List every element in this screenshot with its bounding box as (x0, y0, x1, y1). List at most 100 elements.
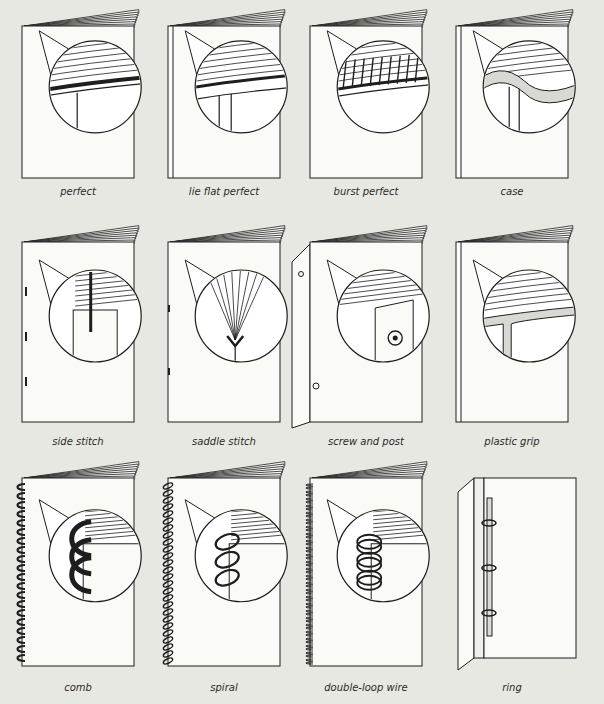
binder-back-cover (484, 478, 576, 658)
wire-loop (357, 558, 381, 572)
comb-tooth (18, 502, 26, 508)
page-edge (75, 278, 151, 286)
wire-loop (306, 561, 313, 563)
comb-tooth (18, 655, 26, 661)
spiral-coil (214, 531, 241, 552)
binder-ring (482, 520, 496, 526)
burst-notch (352, 59, 355, 87)
comb-tooth (18, 556, 26, 562)
binding-detail (185, 39, 297, 143)
binding-label: side stitch (13, 436, 143, 448)
page-edge (327, 262, 439, 276)
wire-loop (306, 540, 313, 542)
binding-illustration (18, 462, 154, 666)
page-edge (75, 283, 151, 291)
magnifier-circle (195, 41, 287, 133)
burst-notch (415, 54, 418, 82)
comb-tooth (18, 583, 26, 589)
spiral-coil (163, 517, 174, 525)
wire-loop (306, 645, 313, 647)
wire-loop (306, 508, 313, 510)
binding-illustration (292, 226, 439, 428)
staple (168, 368, 170, 375)
wire-loop (306, 533, 313, 535)
wire-loop (306, 512, 313, 514)
binding-label: double-loop wire (301, 682, 431, 694)
page-edge (473, 45, 585, 59)
wire-loop (306, 568, 313, 570)
wire-loop (306, 606, 313, 608)
burst-notch (379, 57, 382, 85)
wire-loop (306, 655, 313, 657)
page-fan (24, 226, 139, 242)
page-edge (473, 292, 585, 306)
binding-detail (73, 268, 151, 366)
staple (168, 305, 170, 312)
page-fan (170, 462, 285, 478)
binding-detail (473, 268, 585, 372)
binding-illustration (22, 226, 151, 422)
page-edge (231, 530, 297, 536)
cover-edge (77, 93, 78, 143)
page-edge (39, 45, 151, 59)
wire-loop (306, 592, 313, 594)
binding-detail (327, 39, 439, 98)
spiral-coil (163, 566, 174, 574)
spiral-coil (214, 549, 241, 570)
folded-sheet (235, 260, 261, 340)
wire-loop (306, 543, 313, 545)
binding-detail (185, 39, 297, 143)
page-edge (75, 268, 151, 276)
binding-illustration (458, 478, 576, 670)
page-edge (373, 506, 439, 512)
binding-detail (214, 506, 300, 612)
folded-sheet (201, 260, 235, 340)
wire-loop (306, 575, 313, 577)
book-block-face (73, 310, 117, 366)
binding-label: plastic grip (447, 436, 577, 448)
binding-detail (39, 39, 151, 143)
hinge-line (231, 94, 232, 143)
comb-tooth (18, 538, 26, 544)
spine-line (461, 26, 462, 178)
comb-tooth (18, 520, 26, 526)
page-edge (231, 514, 297, 520)
page-fan (312, 462, 427, 478)
saddle-staple (227, 336, 243, 346)
page-edge (373, 526, 439, 532)
spine-edge (235, 346, 236, 372)
folded-sheet (235, 260, 251, 340)
binding-detail (327, 39, 439, 98)
spiral-coil (163, 587, 174, 595)
wire-loop (306, 529, 313, 531)
binding-illustration (22, 10, 151, 178)
binder-front-cover (458, 478, 474, 670)
spiral-coil (163, 573, 174, 581)
wire-loop (306, 596, 313, 598)
binding-illustration (310, 10, 439, 178)
magnifier-outline (195, 41, 287, 133)
wire-loop (306, 487, 313, 489)
page-edge (85, 526, 151, 532)
comb-tooth (18, 619, 26, 625)
binding-detail (473, 268, 585, 372)
magnifier-outline (195, 510, 287, 602)
spiral-coil (163, 482, 174, 490)
page-edge (231, 534, 297, 540)
page-edge (373, 534, 439, 540)
page-fan (170, 10, 285, 26)
staple (25, 287, 27, 296)
page-edge (373, 514, 439, 520)
binder-ring (482, 565, 496, 571)
binding-label: case (447, 186, 577, 198)
page-edge (39, 63, 151, 77)
wire-loop (306, 571, 313, 573)
cover-edge (327, 84, 439, 98)
page-edge (473, 274, 585, 288)
spiral-coil (163, 580, 174, 588)
glued-spine (185, 75, 297, 89)
comb-tooth (18, 646, 26, 652)
page-edge (231, 522, 297, 528)
wire-loop (306, 522, 313, 524)
